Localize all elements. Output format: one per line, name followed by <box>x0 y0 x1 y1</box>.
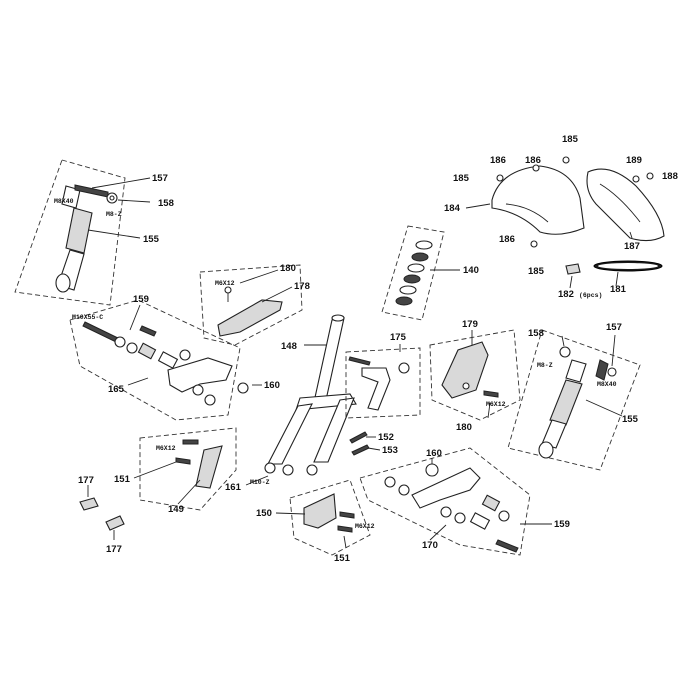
callout-157a: 157 <box>152 173 168 184</box>
callout-180a: 180 <box>280 263 296 274</box>
front-fork <box>245 314 357 486</box>
guard-150 <box>275 479 371 556</box>
callout-186c: 186 <box>499 234 515 245</box>
bearing-stack-140 <box>381 225 460 321</box>
callout-189: 189 <box>626 155 642 166</box>
callout-151a: 151 <box>114 474 131 485</box>
callout-152: 152 <box>378 432 394 443</box>
spec-m6x12-b: M6X12 <box>156 445 176 452</box>
fender-bracket-right <box>429 329 521 421</box>
callout-159a: 159 <box>133 294 149 305</box>
callout-158b: 158 <box>528 328 544 339</box>
spec-m10x55: M10X55-C <box>72 314 103 321</box>
spec-m8z-a: M8-Z <box>106 211 122 218</box>
spec-m10z: M10-Z <box>250 479 270 486</box>
spec-6pcs: (6pcs) <box>579 292 602 299</box>
callout-149: 149 <box>168 504 184 515</box>
guard-149 <box>133 427 237 511</box>
callout-177a: 177 <box>78 475 94 486</box>
callout-151b: 151 <box>334 553 351 564</box>
small-bolts-152-153 <box>349 431 381 456</box>
callout-181: 181 <box>610 284 627 295</box>
callout-161: 161 <box>225 482 242 493</box>
callout-184: 184 <box>444 203 461 214</box>
bracket-set-left <box>69 299 262 421</box>
callout-155a: 155 <box>143 234 160 245</box>
bracket-set-right <box>359 447 552 556</box>
callout-148: 148 <box>281 341 297 352</box>
clip-182-strip-181 <box>565 260 663 289</box>
callout-187: 187 <box>624 241 640 252</box>
spec-m8x40-b: M8X40 <box>597 381 617 388</box>
clips-177 <box>79 485 125 540</box>
callout-178: 178 <box>294 281 310 292</box>
callout-160b: 160 <box>426 448 442 459</box>
callout-185c: 185 <box>528 266 545 277</box>
callout-180b: 180 <box>456 422 472 433</box>
callout-188: 188 <box>662 171 678 182</box>
front-fender-184 <box>465 156 585 248</box>
callout-185b: 185 <box>453 173 470 184</box>
callout-160a: 160 <box>264 380 280 391</box>
callout-158a: 158 <box>158 198 174 209</box>
callout-165: 165 <box>108 384 125 395</box>
callout-150: 150 <box>256 508 272 519</box>
callout-155b: 155 <box>622 414 639 425</box>
spec-m6x12-d: M6X12 <box>486 401 506 408</box>
callout-177b: 177 <box>106 544 122 555</box>
spec-m6x12-c: M6X12 <box>355 523 375 530</box>
callout-179: 179 <box>462 319 478 330</box>
callout-157b: 157 <box>606 322 622 333</box>
callout-170: 170 <box>422 540 438 551</box>
callout-175: 175 <box>390 332 407 343</box>
spec-m8x40-a: M8X40 <box>54 198 74 205</box>
shock-absorber-left <box>14 159 151 306</box>
callout-186b: 186 <box>525 155 541 166</box>
fender-bracket-left <box>199 264 303 346</box>
shock-absorber-right <box>507 329 641 471</box>
callout-182: 182 <box>558 289 574 300</box>
fork-link-175 <box>345 344 421 419</box>
spec-m8z-b: M8-Z <box>537 362 553 369</box>
callout-186a: 186 <box>490 155 506 166</box>
callout-153: 153 <box>382 445 398 456</box>
callout-140: 140 <box>463 265 479 276</box>
spec-m6x12-a: M6X12 <box>215 280 235 287</box>
rear-fender-187 <box>586 168 665 242</box>
callout-159b: 159 <box>554 519 570 530</box>
callout-185a: 185 <box>562 134 579 145</box>
